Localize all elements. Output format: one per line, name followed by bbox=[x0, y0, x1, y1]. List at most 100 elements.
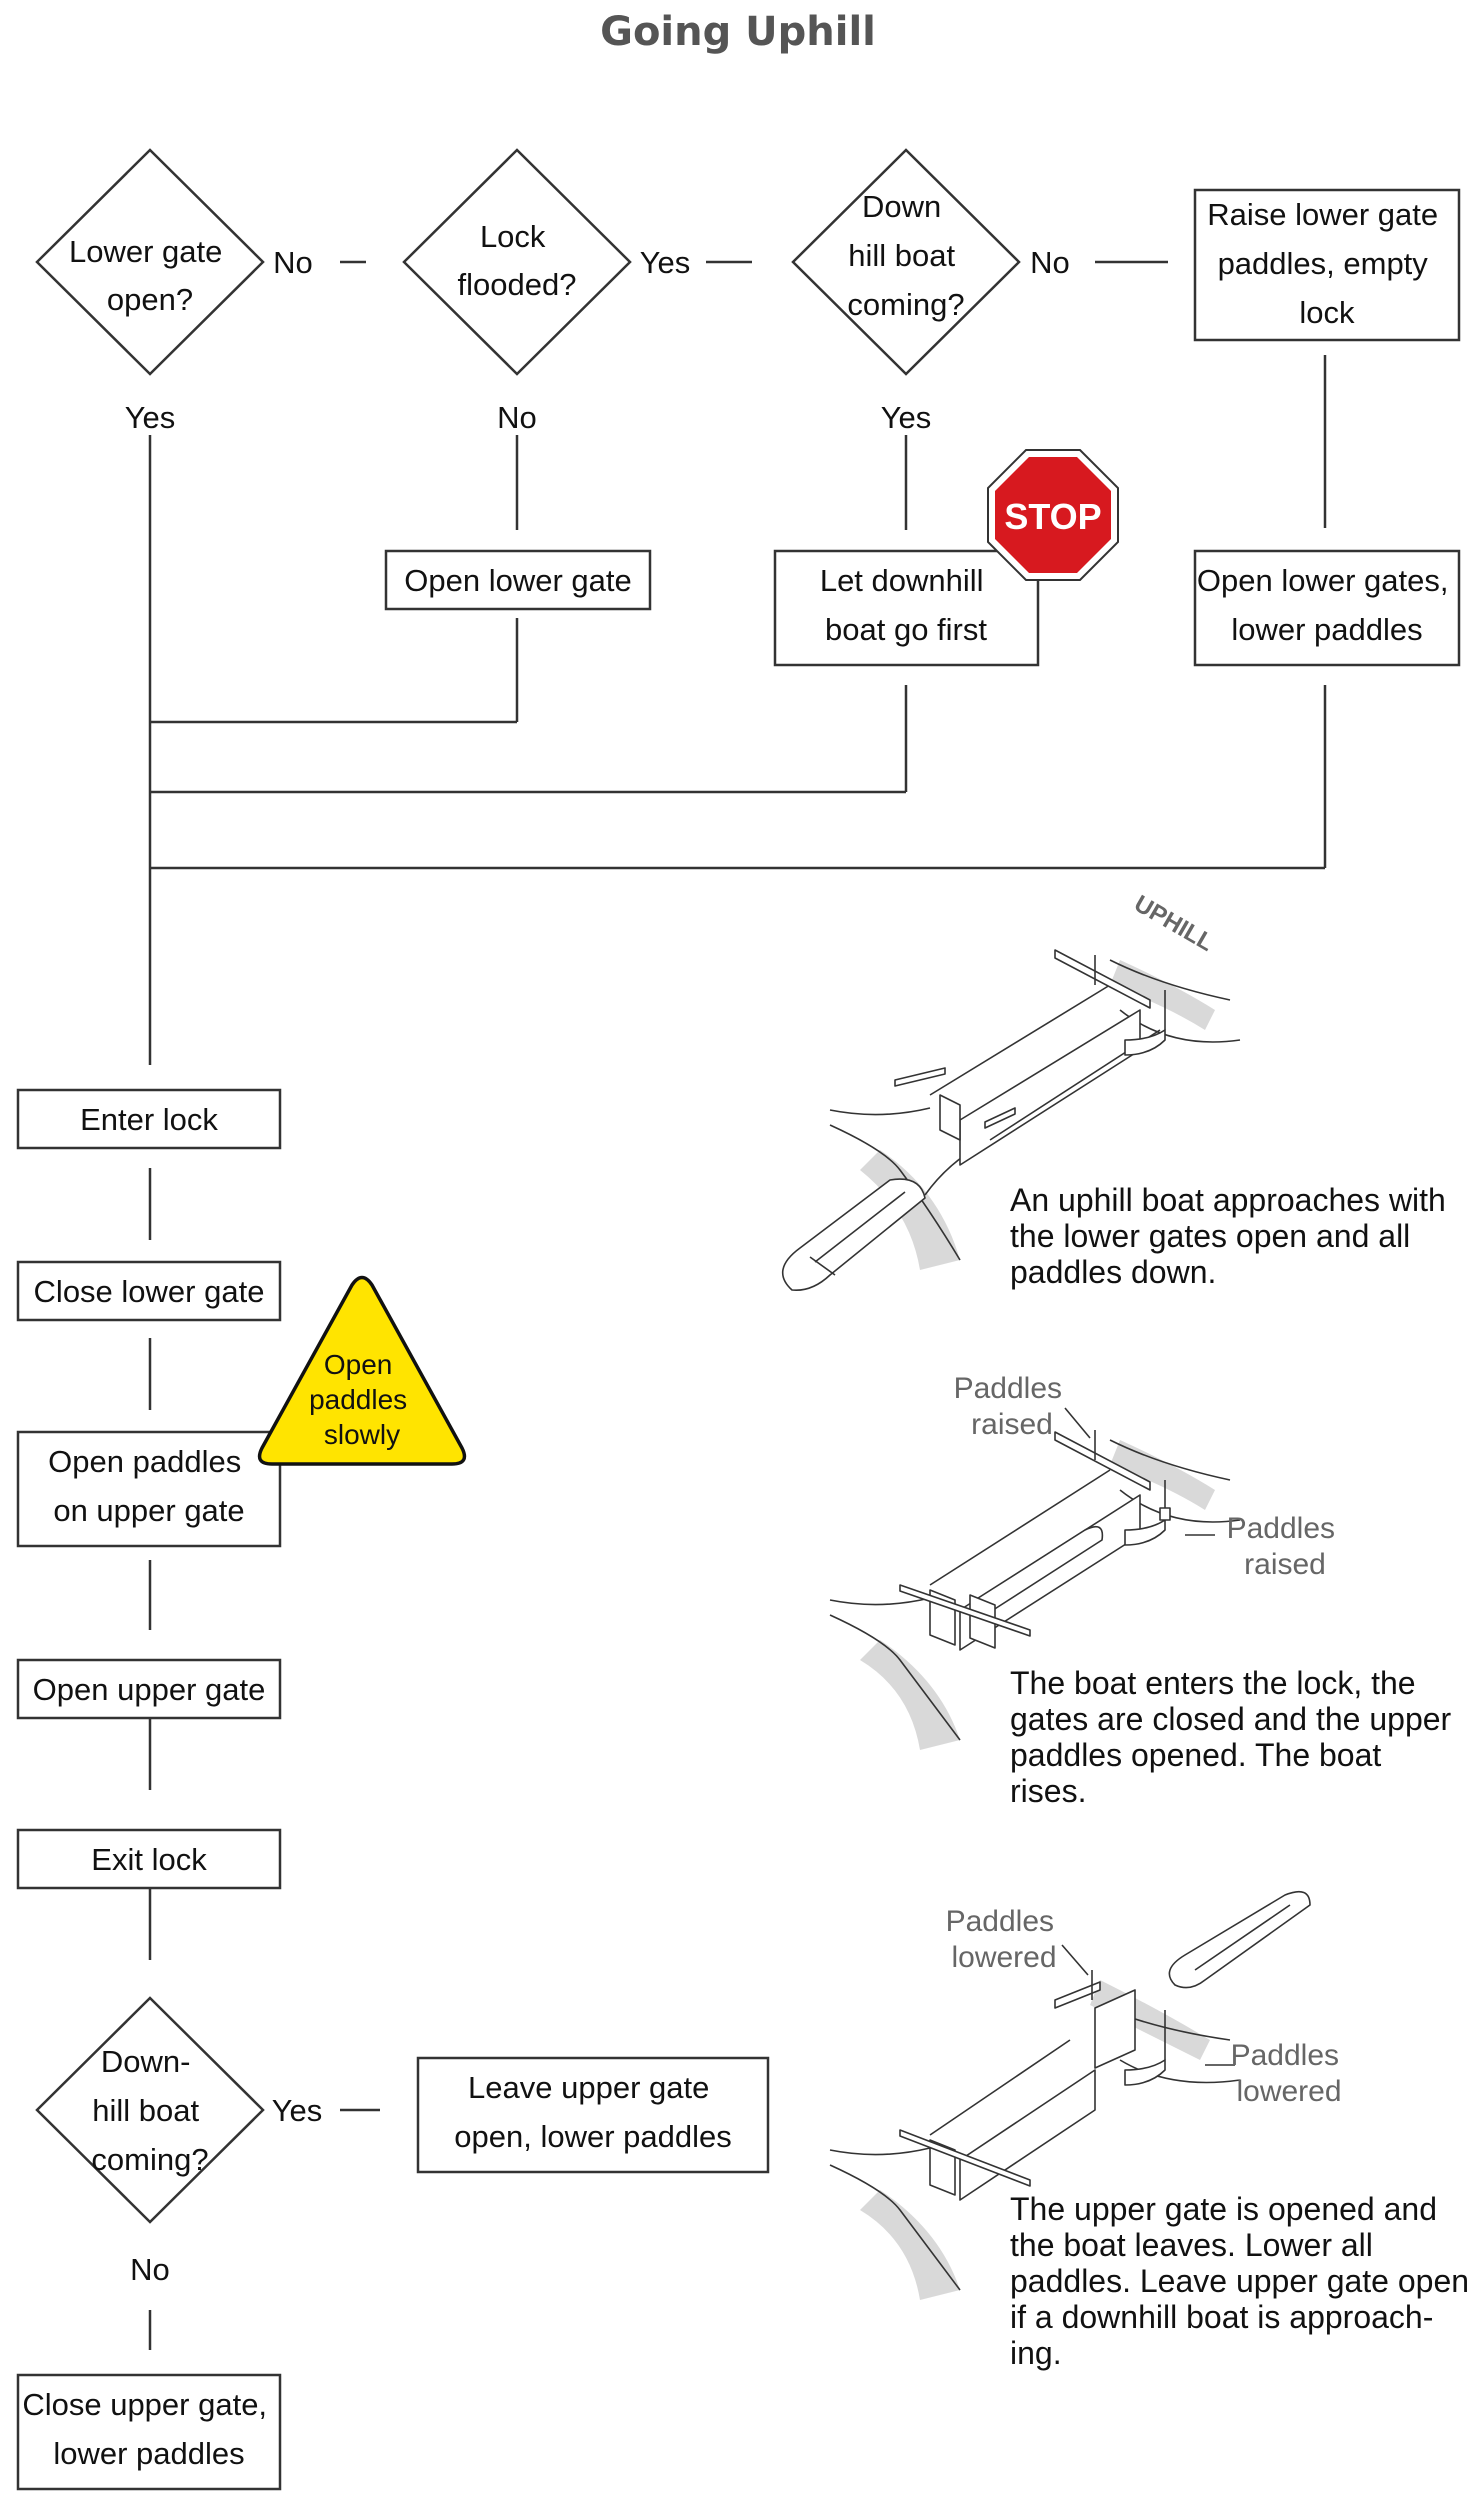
svg-text:Paddles lowered: Paddles lowered bbox=[1231, 2039, 1348, 2108]
step-line: Open upper gate bbox=[33, 1672, 266, 1707]
step-line: Open lower gates, bbox=[1197, 563, 1449, 598]
caption-line: paddles down. bbox=[1010, 1254, 1216, 1290]
stop-sign-face bbox=[995, 457, 1111, 573]
caption-line: rises. bbox=[1010, 1773, 1086, 1809]
step-line: on upper gate bbox=[53, 1493, 244, 1528]
svg-text:Paddles lowered: Paddles lowered bbox=[946, 1905, 1063, 1974]
edge-label-no: No bbox=[497, 400, 537, 435]
page-title: Going Uphill bbox=[600, 9, 876, 55]
callout-line: Paddles bbox=[954, 1372, 1062, 1405]
svg-text:The boat enters the lock, the: The boat enters the lock, the gates are … bbox=[1010, 1665, 1460, 1809]
step-line: Close lower gate bbox=[34, 1274, 265, 1309]
svg-text:Leave upper gate open, l: Leave upper gate open, lower paddles bbox=[454, 2070, 731, 2154]
caption-line: gates are closed and the upper bbox=[1010, 1701, 1452, 1737]
step-raise-lower-gate-paddles: Raise lower gate paddles, empty lock bbox=[1193, 188, 1461, 342]
svg-text:Lock flooded?: Lock flooded? bbox=[458, 219, 577, 302]
step-open-upper-gate: Open upper gate bbox=[16, 1658, 282, 1720]
step-line: paddles, empty bbox=[1218, 246, 1429, 281]
step-line: Close upper gate, bbox=[22, 2387, 267, 2422]
callout-line: Paddles bbox=[1231, 2039, 1339, 2072]
step-open-lower-gates-lower-paddles: Open lower gates, lower paddles bbox=[1193, 549, 1461, 667]
caution-line: Open bbox=[324, 1349, 393, 1380]
decision-line: Down- bbox=[101, 2044, 191, 2079]
decision-line: hill boat bbox=[848, 238, 955, 273]
caption-line: An uphill boat approaches with bbox=[1010, 1182, 1446, 1218]
stop-sign-icon: STOP bbox=[987, 449, 1119, 581]
caution-sign-icon: Open paddles slowly bbox=[257, 1275, 467, 1466]
edge-label-no: No bbox=[130, 2252, 170, 2287]
decision-line: coming? bbox=[91, 2142, 208, 2177]
caption-line: the boat leaves. Lower all bbox=[1010, 2227, 1373, 2263]
step-line: Raise lower gate bbox=[1207, 197, 1438, 232]
svg-text:Down- hill boat co: Down- hill boat coming? bbox=[91, 2044, 208, 2177]
decision-line: flooded? bbox=[458, 267, 577, 302]
decision-lower-gate-open: Lower gate open? bbox=[35, 148, 265, 376]
edge-label-yes: Yes bbox=[272, 2093, 323, 2128]
edge-label-yes: Yes bbox=[640, 245, 691, 280]
svg-text:Down hill boat com: Down hill boat coming? bbox=[847, 189, 964, 322]
top-connectors bbox=[148, 260, 1327, 1065]
caption-line: ing. bbox=[1010, 2335, 1062, 2371]
svg-text:The upper gate is opened and: The upper gate is opened and the boat le… bbox=[1010, 2191, 1478, 2371]
svg-text:An uphill boat approaches with: An uphill boat approaches with the lower… bbox=[1010, 1182, 1455, 1290]
svg-text:Open paddles on upper ga: Open paddles on upper gate bbox=[48, 1444, 250, 1528]
callout-line: lowered bbox=[951, 1941, 1056, 1974]
decision-line: coming? bbox=[847, 287, 964, 322]
caption-line: paddles. Leave upper gate open bbox=[1010, 2263, 1469, 2299]
column-connectors bbox=[148, 1168, 380, 2350]
step-line: Leave upper gate bbox=[468, 2070, 709, 2105]
step-let-downhill-boat-go-first: Let downhill boat go first bbox=[773, 549, 1040, 667]
callout-line: Paddles bbox=[946, 1905, 1054, 1938]
lock-illustration-rising bbox=[829, 1407, 1241, 1750]
caption-line: The boat enters the lock, the bbox=[1010, 1665, 1416, 1701]
callout-line: lowered bbox=[1236, 2075, 1341, 2108]
decision-lock-flooded: Lock flooded? bbox=[402, 148, 632, 376]
step-exit-lock: Exit lock bbox=[16, 1828, 282, 1890]
edge-labels: No Yes No Yes No Yes Yes No bbox=[125, 245, 1070, 2287]
step-enter-lock: Enter lock bbox=[16, 1088, 282, 1150]
step-line: lower paddles bbox=[53, 2436, 244, 2471]
decision-line: Lower gate bbox=[69, 234, 222, 269]
step-line: Exit lock bbox=[91, 1842, 207, 1877]
lock-illustration-approach bbox=[782, 949, 1241, 1292]
callout-line: raised bbox=[971, 1408, 1053, 1441]
caption-line: The upper gate is opened and bbox=[1010, 2191, 1437, 2227]
step-line: lower paddles bbox=[1231, 612, 1422, 647]
illustration-direction-label: UPHILL bbox=[1129, 890, 1218, 957]
caption-line: the lower gates open and all bbox=[1010, 1218, 1410, 1254]
caption-line: if a downhill boat is approach- bbox=[1010, 2299, 1433, 2335]
svg-text:Open lower gates, lower: Open lower gates, lower paddles bbox=[1197, 563, 1457, 647]
edge-label-yes: Yes bbox=[125, 400, 176, 435]
edge-label-yes: Yes bbox=[881, 400, 932, 435]
svg-text:Raise lower gate paddles: Raise lower gate paddles, empty lock bbox=[1207, 197, 1447, 330]
decision-downhill-boat-coming-bottom: Down- hill boat coming? bbox=[35, 1996, 265, 2224]
svg-text:Paddles raised: Paddles raised bbox=[1227, 1512, 1344, 1581]
step-leave-upper-gate-open: Leave upper gate open, lower paddles bbox=[416, 2056, 770, 2174]
step-line: Enter lock bbox=[80, 1102, 218, 1137]
step-close-upper-gate: Close upper gate, lower paddles bbox=[16, 2373, 282, 2491]
caption-line: paddles opened. The boat bbox=[1010, 1737, 1381, 1773]
step-line: Let downhill bbox=[820, 563, 984, 598]
decision-line: open? bbox=[107, 282, 193, 317]
svg-text:Lower gate open?: Lower gate open? bbox=[69, 234, 231, 317]
decision-line: Down bbox=[862, 189, 941, 224]
decision-line: hill boat bbox=[92, 2093, 199, 2128]
caution-line: slowly bbox=[324, 1419, 400, 1450]
step-line: Open lower gate bbox=[404, 563, 631, 598]
step-open-lower-gate: Open lower gate bbox=[384, 549, 652, 611]
step-close-lower-gate: Close lower gate bbox=[16, 1260, 282, 1322]
callout-line: Paddles bbox=[1227, 1512, 1335, 1545]
step-open-paddles-upper-gate: Open paddles on upper gate bbox=[16, 1430, 282, 1548]
stop-sign-label: STOP bbox=[1004, 496, 1101, 537]
callout-line: raised bbox=[1244, 1548, 1326, 1581]
step-line: lock bbox=[1299, 295, 1355, 330]
svg-text:Open paddles slowl: Open paddles slowly bbox=[309, 1349, 415, 1450]
svg-text:Paddles raised: Paddles raised bbox=[954, 1372, 1071, 1441]
caution-line: paddles bbox=[309, 1384, 407, 1415]
edge-label-no: No bbox=[273, 245, 313, 280]
svg-text:Let downhill boat go fir: Let downhill boat go first bbox=[820, 563, 992, 647]
decision-line: Lock bbox=[480, 219, 546, 254]
edge-label-no: No bbox=[1030, 245, 1070, 280]
